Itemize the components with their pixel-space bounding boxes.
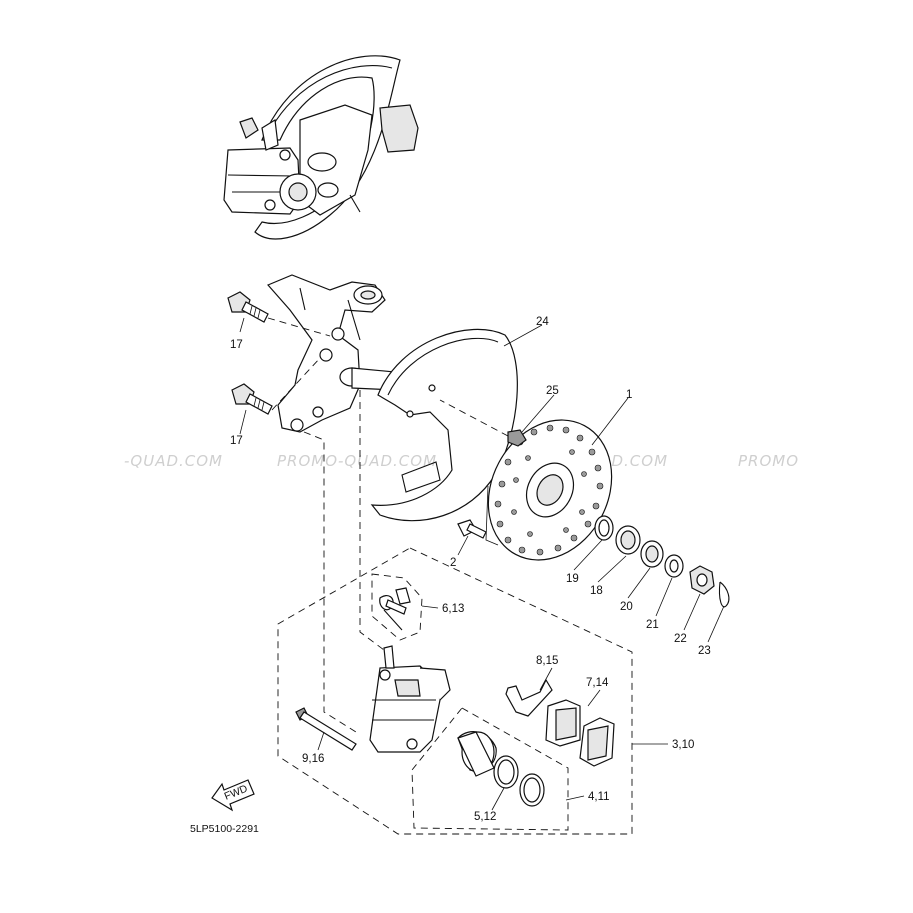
steering-knuckle: [266, 274, 397, 433]
label-6-13: 6,13: [442, 603, 464, 615]
bolt-17-lower: [231, 357, 321, 415]
axle-hardware-stack: [594, 515, 730, 608]
label-17-upper: 17: [230, 339, 243, 351]
pad-spring: [505, 678, 553, 717]
fwd-arrow: FWD: [211, 779, 255, 812]
guide-line-left: [303, 431, 357, 733]
label-22: 22: [674, 633, 687, 645]
piston-group-outline: [411, 707, 569, 831]
label-5-12: 5,12: [474, 811, 496, 823]
label-21: 21: [646, 619, 659, 631]
label-9-16: 9,16: [302, 753, 324, 765]
label-8-15: 8,15: [536, 655, 558, 667]
label-24: 24: [536, 316, 549, 328]
label-7-14: 7,14: [586, 677, 609, 689]
label-18: 18: [590, 585, 603, 597]
label-1: 1: [626, 389, 632, 401]
label-23: 23: [698, 645, 711, 657]
label-19: 19: [566, 573, 579, 585]
watermark-1: -QUAD.COM: [124, 452, 223, 470]
caliper-assembly-outline: [277, 547, 633, 835]
leader-lines: [239, 317, 725, 811]
watermark-2: PROMO-QUAD.COM: [277, 452, 437, 470]
label-4-11: 4,11: [588, 791, 610, 803]
slide-pin: [295, 707, 357, 751]
label-3-10: 3,10: [672, 739, 694, 751]
label-2: 2: [450, 557, 456, 569]
brake-disc: [485, 419, 613, 561]
bolt-17-upper: [227, 291, 331, 337]
label-25: 25: [546, 385, 559, 397]
diagram-code: 5LP5100-2291: [190, 823, 259, 835]
label-17-lower: 17: [230, 435, 243, 447]
brake-pads: [545, 699, 615, 767]
assembled-brake-view: [223, 55, 419, 240]
bleed-fitting: [379, 587, 411, 631]
bolt-25: [439, 399, 527, 447]
caliper-body: [369, 645, 451, 753]
bolt-2: [457, 519, 487, 539]
guide-line-mid: [359, 390, 385, 651]
piston-and-seals: [457, 731, 545, 807]
watermark-4: PROMO: [738, 452, 799, 470]
label-20: 20: [620, 601, 633, 613]
part-labels: 1 2 3,10 4,11 5,12 6,13 7,14 8,15 9,16 1…: [230, 316, 711, 823]
